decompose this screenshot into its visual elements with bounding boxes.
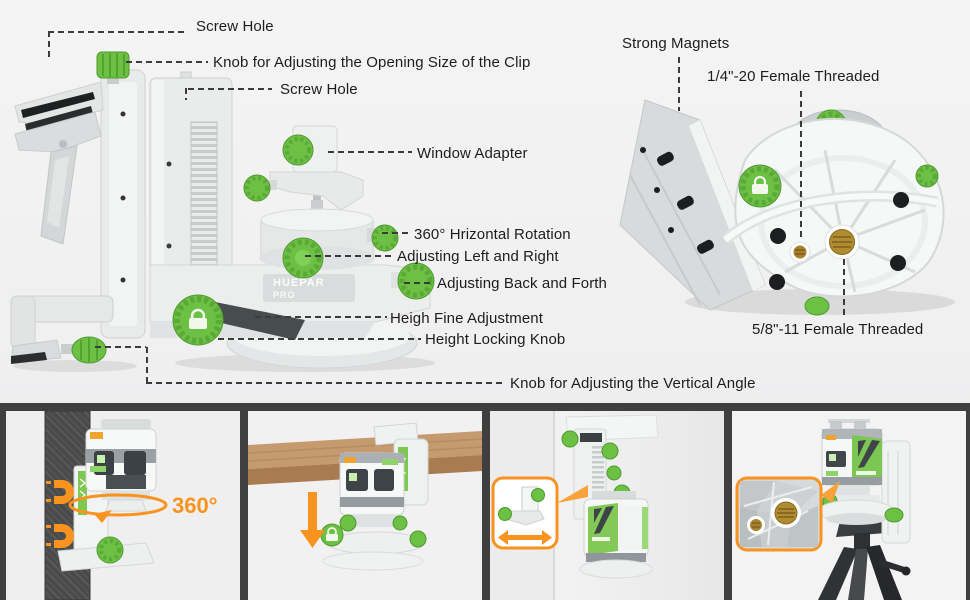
callout-height-fine: Heigh Fine Adjustment [390,310,544,327]
thread-insert-small [747,516,765,534]
bracket-body [721,118,945,298]
callout-horizontal-rotation: 360° Hrizontal Rotation [414,226,571,243]
photo-table-clamp [248,411,482,600]
rotation-knob [371,224,399,252]
clip-opening-knob [96,51,130,84]
callout-thread-quarter: 1/4"-20 Female Threaded [707,68,880,85]
laser-level-tripod [811,419,904,525]
dash-line [843,259,845,317]
padlock-icon [189,308,207,329]
laser-level-wall [579,491,653,579]
dash-line [218,338,421,340]
dash-line [678,57,680,111]
magnets [640,147,714,254]
callout-adjust-left-right: Adjusting Left and Right [397,248,559,265]
dash-line [800,91,802,239]
dash-line [146,382,506,384]
laser-level [85,419,157,512]
photo-tripod-mount [732,411,966,600]
dash-line [255,316,387,318]
dash-line [95,346,146,348]
usage-photo-strip: 360° [0,403,970,600]
dash-line [188,88,272,90]
dash-line [185,88,187,100]
callout-clip-knob: Knob for Adjusting the Opening Size of t… [213,54,531,71]
callout-pointer [557,485,588,503]
side-knob [915,164,939,188]
clamp-illustration [10,51,146,372]
l-mount-illustration: HUEPAR PRO [149,71,435,372]
dash-line [126,61,208,63]
magnet-icon [46,480,74,548]
dash-line [146,347,148,383]
laser-level-clamped [320,422,429,571]
dash-line [305,255,393,257]
callout-thread-five-eighths: 5/8"-11 Female Threaded [752,321,924,338]
callout-screw-hole-top: Screw Hole [196,18,274,35]
back-forth-knob [391,262,435,300]
callout-screw-hole-rail: Screw Hole [280,81,358,98]
rotation-arrow [68,493,168,523]
photo-pole-mount: 360° [6,411,240,600]
down-arrow [300,492,325,548]
thread-insert-five-eighths [824,224,860,260]
bracket-plate [881,440,911,544]
dash-line [48,31,50,58]
height-locking-knob [172,294,224,346]
huepar-logo: HUEPAR [273,277,325,289]
photo-wall-mount [490,411,724,600]
window-adapter [243,125,364,211]
callout-height-lock: Height Locking Knob [425,331,566,348]
left-right-arrow [498,530,552,545]
vertical-rail [149,71,233,321]
huepar-logo-sub: PRO [273,290,296,300]
thread-callout [735,476,840,552]
bottom-knob [804,296,830,316]
lock-knob [738,164,782,208]
left-right-knob [282,237,324,279]
adapter-callout [491,476,588,550]
callout-vertical-angle-knob: Knob for Adjusting the Vertical Angle [510,375,756,392]
vertical-angle-knob [61,336,107,364]
callout-pointer [821,481,840,503]
thread-insert-large [771,498,801,528]
tripod [818,510,911,600]
dash-line [404,282,432,284]
clamp-body [10,69,146,364]
thread-insert-quarter [789,241,811,263]
callout-adjust-back-forth: Adjusting Back and Forth [437,275,607,292]
dash-line [48,31,186,33]
dash-line [328,151,412,153]
bracket-illustration: HUEPAR PRO [619,99,955,316]
callout-strong-magnets: Strong Magnets [622,35,730,52]
callout-window-adapter: Window Adapter [417,145,528,162]
rotation-badge: 360° [172,493,218,518]
dash-line [382,232,410,234]
padlock-icon [752,175,768,194]
